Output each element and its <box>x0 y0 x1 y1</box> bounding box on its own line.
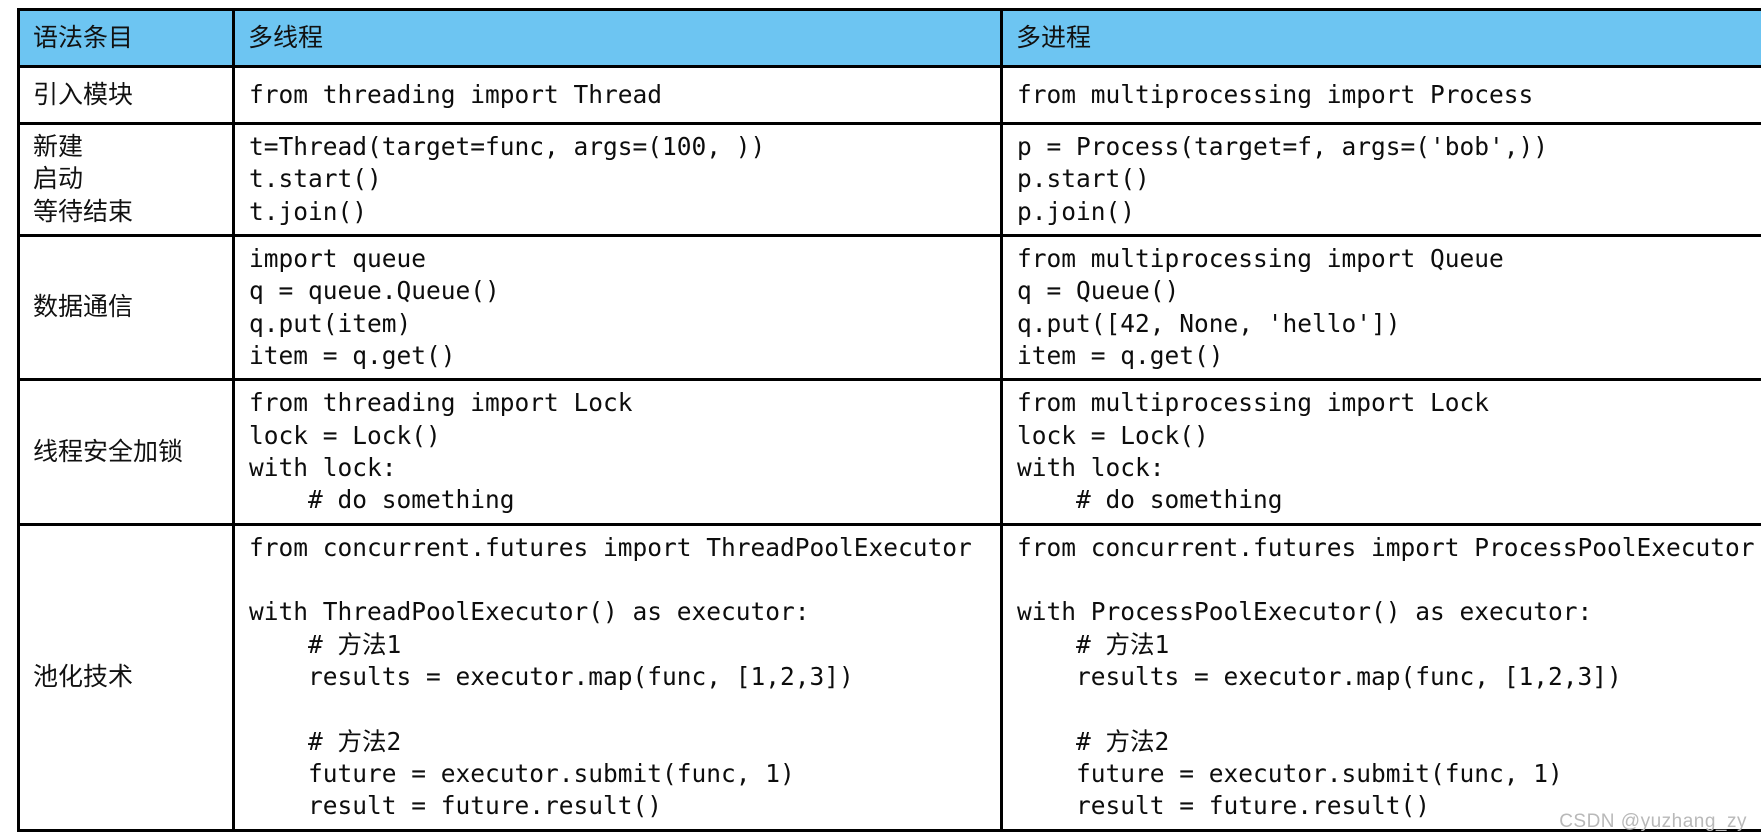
code-cell-thread-lock: from threading import Lock lock = Lock()… <box>232 378 1003 526</box>
table-row: 池化技术 from concurrent.futures import Thre… <box>17 522 1761 832</box>
table-row: 引入模块 from threading import Thread from m… <box>17 65 1761 125</box>
code-thread-create: t=Thread(target=func, args=(100, )) t.st… <box>249 132 766 226</box>
code-process-pool: from concurrent.futures import ProcessPo… <box>1017 532 1755 821</box>
code-thread-import: from threading import Thread <box>249 79 663 109</box>
code-process-create: p = Process(target=f, args=('bob',)) p.s… <box>1017 132 1549 226</box>
header-label-multithread: 多线程 <box>248 23 324 53</box>
row-label-cell-create-start-join: 新建 启动 等待结束 <box>17 122 235 237</box>
table-row: 线程安全加锁 from threading import Lock lock =… <box>17 378 1761 526</box>
code-cell-thread-queue: import queue q = queue.Queue() q.put(ite… <box>232 233 1003 382</box>
code-cell-process-import: from multiprocessing import Process <box>1000 65 1761 125</box>
watermark: CSDN @yuzhang_zy <box>1559 811 1747 832</box>
header-cell-syntax-item: 语法条目 <box>17 8 235 68</box>
code-process-queue: from multiprocessing import Queue q = Qu… <box>1017 243 1504 370</box>
header-label-syntax-item: 语法条目 <box>33 23 134 53</box>
code-process-lock: from multiprocessing import Lock lock = … <box>1017 388 1490 515</box>
row-label-cell-data-communication: 数据通信 <box>17 233 235 382</box>
code-cell-thread-import: from threading import Thread <box>232 65 1003 125</box>
row-label-create-start-join: 新建 启动 等待结束 <box>33 131 134 226</box>
header-cell-multiprocess: 多进程 <box>1000 8 1761 68</box>
code-cell-process-pool: from concurrent.futures import ProcessPo… <box>1000 522 1761 832</box>
table-header: 语法条目 多线程 多进程 <box>17 8 1761 68</box>
code-cell-process-queue: from multiprocessing import Queue q = Qu… <box>1000 233 1761 382</box>
table-body: 引入模块 from threading import Thread from m… <box>17 65 1761 832</box>
row-label-cell-thread-safety-lock: 线程安全加锁 <box>17 378 235 526</box>
row-label-data-communication: 数据通信 <box>33 292 134 322</box>
row-label-import-module: 引入模块 <box>33 79 134 109</box>
code-cell-thread-create: t=Thread(target=func, args=(100, )) t.st… <box>232 122 1003 237</box>
code-cell-process-lock: from multiprocessing import Lock lock = … <box>1000 378 1761 526</box>
row-label-cell-import-module: 引入模块 <box>17 65 235 125</box>
header-label-multiprocess: 多进程 <box>1016 23 1092 53</box>
code-thread-lock: from threading import Lock lock = Lock()… <box>249 388 633 515</box>
table-row: 数据通信 import queue q = queue.Queue() q.pu… <box>17 233 1761 382</box>
code-cell-thread-pool: from concurrent.futures import ThreadPoo… <box>232 522 1003 832</box>
header-cell-multithread: 多线程 <box>232 8 1003 68</box>
header-row: 语法条目 多线程 多进程 <box>17 8 1761 68</box>
comparison-table: 语法条目 多线程 多进程 引入模块 from threading import … <box>17 8 1761 832</box>
code-cell-process-create: p = Process(target=f, args=('bob',)) p.s… <box>1000 122 1761 237</box>
table-row: 新建 启动 等待结束 t=Thread(target=func, args=(1… <box>17 122 1761 237</box>
row-label-cell-pooling: 池化技术 <box>17 522 235 832</box>
code-thread-queue: import queue q = queue.Queue() q.put(ite… <box>249 243 500 370</box>
row-label-thread-safety-lock: 线程安全加锁 <box>33 436 184 466</box>
code-process-import: from multiprocessing import Process <box>1017 79 1534 109</box>
code-thread-pool: from concurrent.futures import ThreadPoo… <box>249 532 972 821</box>
row-label-pooling: 池化技术 <box>33 661 134 691</box>
